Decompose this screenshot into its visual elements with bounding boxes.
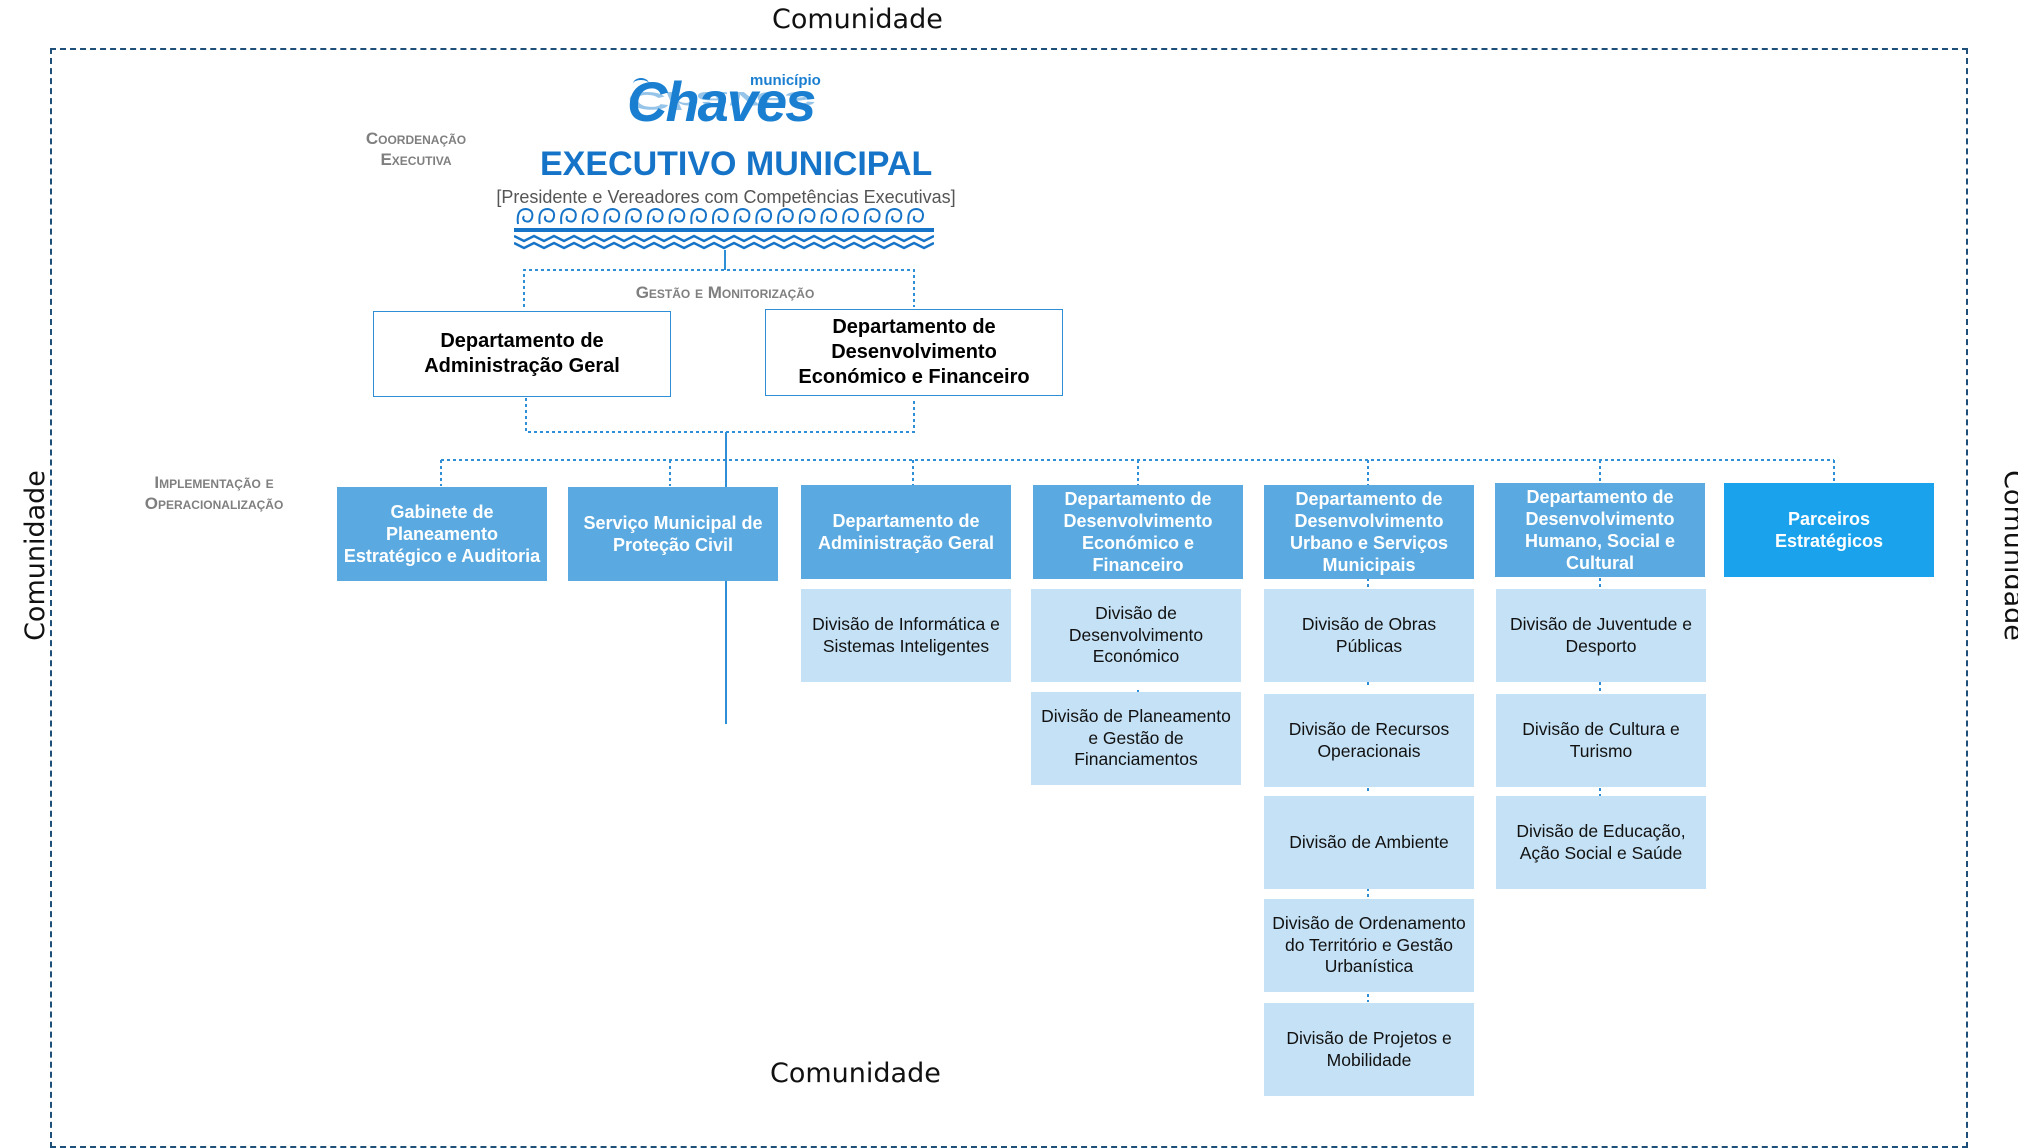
implementation-label: Implementação e Operacionalização (126, 472, 302, 514)
division-informatica: Divisão de Informática e Sistemas Inteli… (801, 589, 1011, 682)
unit-protecao-civil: Serviço Municipal de Proteção Civil (568, 487, 778, 581)
band-spiral (711, 208, 729, 225)
mgmt-dept-admin: Departamento de Administração Geral (373, 311, 671, 397)
band-spiral (907, 208, 924, 225)
band-spiral (885, 208, 903, 225)
logo-prefix: município (750, 72, 821, 89)
band-spiral (777, 208, 794, 225)
management-label: Gestão e Monitorização (635, 283, 815, 302)
division-educacao-acao-social: Divisão de Educação, Ação Social e Saúde (1496, 796, 1706, 889)
division-cultura-turismo: Divisão de Cultura e Turismo (1496, 694, 1706, 787)
band-spiral (798, 208, 816, 225)
coordination-label: Coordenação Executiva (348, 128, 484, 170)
executive-subtitle: [Presidente e Vereadores com Competência… (496, 187, 956, 207)
division-recursos-operacionais: Divisão de Recursos Operacionais (1264, 694, 1474, 787)
band-spiral (625, 208, 642, 225)
logo-waves-icon (633, 78, 649, 90)
band-spiral (668, 208, 686, 225)
band-spiral (560, 208, 577, 225)
connector-lines (440, 236, 1835, 1002)
band-spiral (581, 208, 599, 225)
implementation-label-text: Implementação e Operacionalização (144, 473, 284, 513)
band-spiral (646, 208, 664, 225)
unit-dept-urbano: Departamento de Desenvolvimento Urbano e… (1264, 485, 1474, 579)
coordination-label-text: Coordenação Executiva (365, 129, 467, 169)
band-spiral (755, 208, 773, 225)
division-projetos-mobilidade: Divisão de Projetos e Mobilidade (1264, 1003, 1474, 1096)
division-juventude-desporto: Divisão de Juventude e Desporto (1496, 589, 1706, 682)
band-spiral (842, 208, 859, 225)
mgmt-dept-econ: Departamento de Desenvolvimento Económic… (765, 309, 1063, 396)
division-ambiente: Divisão de Ambiente (1264, 796, 1474, 889)
band-spiral (538, 208, 556, 225)
division-ordenamento-territorio: Divisão de Ordenamento do Território e G… (1264, 899, 1474, 992)
band-spiral (820, 208, 838, 225)
unit-dept-econ: Departamento de Desenvolvimento Económic… (1033, 485, 1243, 579)
division-desenvolvimento-economico: Divisão de Desenvolvimento Económico (1031, 589, 1241, 682)
band-spiral (516, 208, 534, 225)
unit-parceiros: Parceiros Estratégicos (1724, 483, 1934, 577)
community-label-top: Comunidade (772, 4, 943, 35)
chaves-logo: município Chaves Chaves (625, 66, 825, 138)
band-spiral (733, 208, 751, 225)
executive-title: EXECUTIVO MUNICIPAL (540, 145, 933, 183)
decorative-wave-band (514, 208, 934, 250)
logo-word: Chaves (627, 70, 816, 133)
band-spiral (690, 208, 707, 225)
band-spiral (863, 208, 881, 225)
division-planeamento-financiamentos: Divisão de Planeamento e Gestão de Finan… (1031, 692, 1241, 785)
unit-dept-humano: Departamento de Desenvolvimento Humano, … (1495, 483, 1705, 577)
band-spiral (603, 208, 621, 225)
unit-dept-admin: Departamento de Administração Geral (801, 485, 1011, 579)
division-obras-publicas: Divisão de Obras Públicas (1264, 589, 1474, 682)
logo-reflection: Chaves (627, 86, 815, 115)
unit-gabinete: Gabinete de Planeamento Estratégico e Au… (337, 487, 547, 581)
community-label-bottom: Comunidade (770, 1058, 941, 1089)
